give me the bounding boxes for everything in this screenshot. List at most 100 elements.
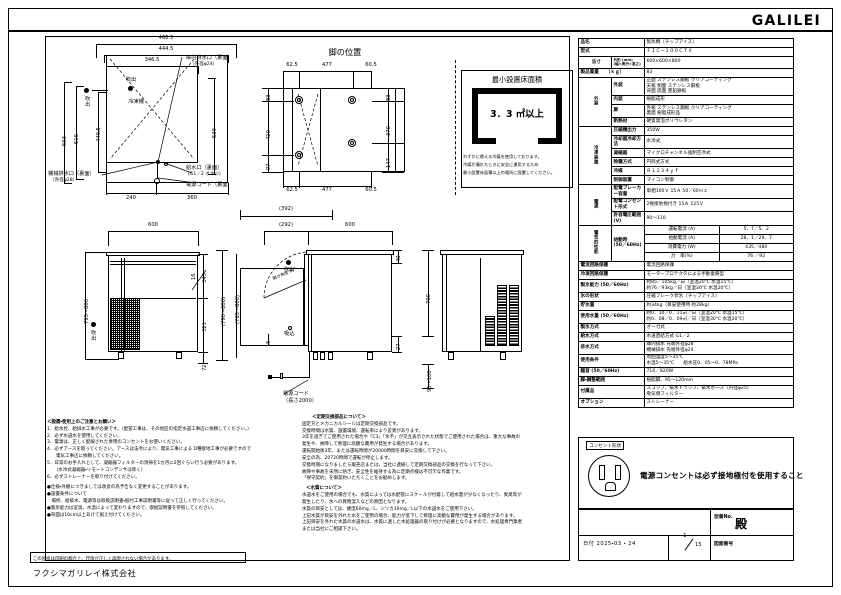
spec-sublabel: 圧縮機出力: [611, 126, 645, 136]
side-louver-1: [485, 316, 495, 346]
dim-side-790-800: (790～800): [221, 296, 227, 326]
disclaimer-box: [30, 552, 246, 563]
spec-label: 使用水量 (50／60Hz): [578, 309, 645, 324]
spec-value: 350W: [644, 126, 794, 136]
dim-240: 240: [126, 195, 136, 201]
spec-sublabel: 許容電圧範囲 (V): [611, 211, 645, 226]
spec-sublabel: 制御装置: [611, 175, 645, 186]
spec-label: 騒音 (50／60Hz): [578, 366, 645, 377]
spec-label: 製品質量 （ｋｇ）: [578, 67, 645, 78]
spec-subvalue: 5．7／5．2: [718, 224, 794, 235]
spec-value: モータープロテクタによる手動復帰型: [644, 269, 794, 280]
dim-leg-147: 147: [386, 158, 392, 168]
side-louver-3: [509, 285, 519, 346]
spec-value: 単相100Ｖ 15Ａ 50／60Ｈｚ: [644, 184, 794, 199]
spec-value: 83: [644, 67, 794, 78]
note-item: 1．給水栓、給排水工事が必要です。（配管工事は、その地区の指定水道工事店に依頼し…: [47, 426, 252, 432]
spec-subkey: 力 率(%): [644, 251, 720, 262]
title-block-model-label: 型番No.: [714, 515, 733, 520]
spec-row: 氷の形状 圧縮フレーク状氷〔チップアイス〕: [578, 291, 794, 302]
spec-label: 型式: [578, 47, 645, 57]
logo-underline: [8, 30, 833, 32]
spec-value: マイクロチャンネル強制空冷式: [644, 148, 794, 159]
spec-sublabel: 凝縮器: [611, 148, 645, 159]
dim-front-72: 72: [202, 364, 208, 371]
min-area-value: 3．3 ㎡以上: [490, 109, 544, 120]
spec-row: 外装 外装 正面 ステンレス鋼板 クリアコーティング 天板 側面 ステンレス鋼板…: [578, 76, 794, 127]
spec-label: 付属品: [578, 384, 645, 399]
spec-value: 710／820W: [644, 366, 794, 377]
dim-side-95-100: 95～100: [427, 370, 433, 392]
dim-leg-370: 370: [386, 126, 392, 136]
spec-label: 給水方式: [578, 331, 645, 342]
spec-category: 電気的性能: [578, 224, 612, 262]
spec-value: 圧縮フレーク状氷〔チップアイス〕: [644, 291, 794, 302]
label-blowout-top: 吹出: [125, 77, 137, 83]
note-item: 4．必ずアースを取ってください。アースは法令により、電気工事による D種接地工事…: [47, 447, 251, 453]
company-name: フクシマガリレイ株式会社: [33, 569, 137, 578]
spec-row: 電源 配電ブレーカー容量 単相100Ｖ 15Ａ 50／60Ｈｚ: [578, 184, 794, 226]
page-denominator: 15: [695, 542, 702, 548]
label-blowout-left: 吹出: [84, 96, 91, 107]
spec-value: 約34kg（目安使用時 約28kg）: [644, 300, 794, 311]
spec-value: 正面 ステンレス鋼板 クリアコーティング 天板 側面 ステンレス鋼板 背面 底面…: [644, 76, 794, 96]
label-front-blowout: 吹出: [90, 330, 97, 341]
spec-label: 脚・調整範囲: [578, 375, 645, 386]
note-item: 6．必ずストレーナーを取り付けてください。: [47, 474, 140, 480]
spec-sublabel: 外形 (mm) (幅×奥行×高さ): [611, 56, 645, 69]
dim-side-600: 600: [345, 222, 355, 228]
side-door-panel: [304, 254, 309, 346]
spec-row: 冷媒 Ｒ１２３４ｙｆ: [579, 166, 794, 177]
top-view-leaders: [101, 56, 197, 184]
note-line: 水質の目安としては、硬度60mg／L、シリカ30mg／L以下の水道水をご使用下さ…: [302, 506, 477, 512]
note-line: 交換時間は水質、設置環境、運転率により差異があります。: [302, 428, 423, 434]
dim-leg-62-bottom: 62.5: [286, 187, 298, 193]
spec-label: 製氷能力 (50／60Hz): [578, 278, 645, 293]
spec-row: 内装 樹脂成形: [579, 95, 794, 105]
spec-value: 硬質発泡ポリウレタン: [644, 117, 794, 127]
spec-row: 品名 製氷機〔チップアイス〕: [578, 38, 794, 48]
spec-row: 型式 ＦＩＣ－１００ＣＴＸ: [578, 47, 794, 57]
spec-category: 冷凍装置: [578, 125, 612, 186]
spec-value: 約0．10／0．11㎥／日（室温20℃ 水温15℃） 約0．08／0．09㎥／日…: [644, 309, 794, 324]
dim-leg-60-bottom: 60.5: [365, 187, 377, 193]
dim-side-27: 27: [396, 343, 402, 350]
spec-row: 配電コンセント形式 2極接地極付き 15Ａ 125Ｖ: [579, 197, 794, 213]
spec-value: スコップ、排水トラップ、排水ホース〔内径φ25〕 吸気側フィルター: [644, 384, 794, 399]
dim-line-466: [96, 44, 236, 45]
blowout-marker-icon: [128, 86, 133, 91]
title-block-dono: 殿: [735, 517, 748, 531]
spec-row: 寸法 外形 (mm) (幅×奥行×高さ) 600×600×800: [578, 56, 794, 69]
spec-row: 断熱材 硬質発泡ポリウレタン: [579, 117, 794, 127]
spec-subkey: 運転電流 (A): [644, 224, 720, 235]
dim-side-765-800: (765～800): [235, 294, 241, 324]
leg-marker-icon: [348, 96, 356, 104]
note-item: 3．電源は、正しく配線された専用のコンセントをお使いください。: [47, 440, 185, 446]
outlet-note-panel: [578, 437, 794, 509]
spec-value: 90～110: [644, 211, 794, 226]
notes-installation-title: ＜設置・使用上のご注意とお願い＞: [47, 420, 117, 425]
dim-593: 593: [62, 136, 68, 146]
notes-installation: ＜設置・使用上のご注意とお願い＞ 1．給水栓、給排水工事が必要です。（配管工事は…: [47, 420, 292, 520]
note-line: 3年を過ぎてご使用された場合や「C3」「氷不」が交互表示された状態でご使用された…: [302, 435, 521, 441]
dim-leg-83-left: 83: [266, 94, 272, 101]
side-top-panel: [306, 250, 394, 255]
spec-value: オーガ式: [644, 322, 794, 333]
spec-label: 排水方式: [578, 340, 645, 355]
side-louver-2: [497, 285, 507, 346]
spec-label: 品名: [578, 38, 645, 48]
dim-leg-420: 420: [266, 130, 272, 140]
label-power-cord-top: 電源コード（裏面）: [186, 182, 233, 188]
label-water-inlet-sub: (G1／2 オネジ): [188, 172, 221, 177]
dim-leg-477-top: 477: [322, 62, 332, 68]
spec-label: オプション: [578, 397, 645, 408]
dim-leg-62-top: 62.5: [286, 62, 298, 68]
notes-maintenance: ＜定期交換部品について＞ 固定刃とメカニカルシールは定期交換部品です。 交換時間…: [296, 415, 574, 534]
spec-sublabel: 配電ブレーカー容量: [611, 184, 645, 199]
spec-sublabel: 外装: [611, 76, 645, 96]
note-bullet: 場所、給排水、電源等は取扱説明書・据付工事説明書等に従って正しく行ってください。: [47, 499, 228, 505]
note-line: 発生や、故障して修理に高額な費用が発生する場合があります。: [302, 442, 432, 448]
sheet-border: [8, 8, 833, 587]
spec-row: 制御装置 マイコン制御: [579, 175, 794, 186]
note-item: 〔水冷式凝縮器・リモートコンデンサは除く〕: [47, 467, 146, 473]
